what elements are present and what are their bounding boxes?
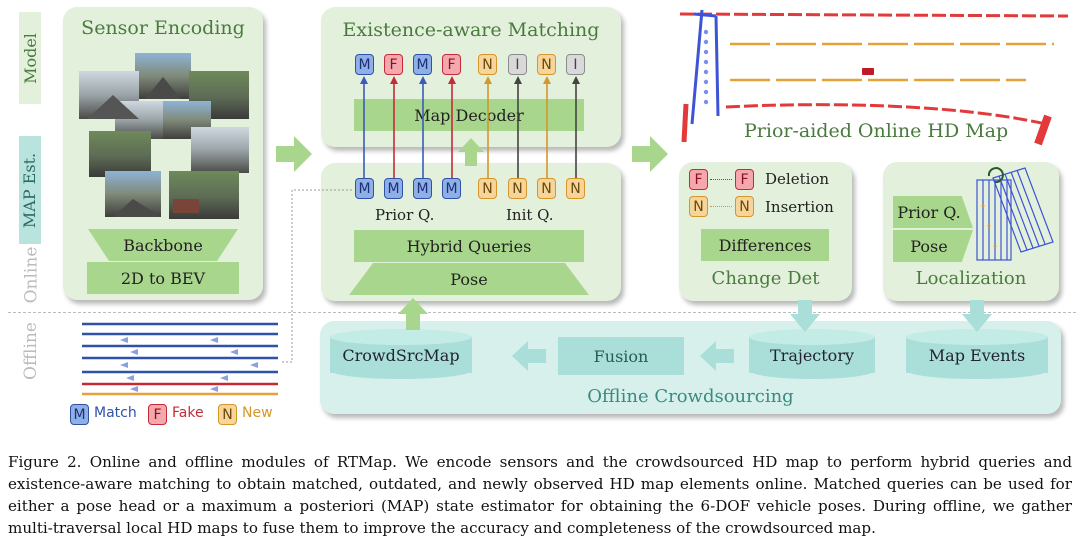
token-top-1: F [384, 54, 403, 75]
matching-title: Existence-aware Matching [342, 19, 600, 41]
sensor-encoding-panel: Sensor Encoding Backbone 2D to BEV [63, 7, 263, 300]
arrow-matching-to-online-map [632, 136, 668, 172]
legend-fake-icon: F [148, 404, 167, 425]
arrow-queries-to-decoder [458, 138, 484, 166]
token-bottom-2: M [413, 178, 432, 199]
legend-new-icon: N [218, 404, 237, 425]
arrow-fusion-to-crowdsrc [512, 341, 546, 371]
loc-prior-q-box: Prior Q. [893, 196, 973, 228]
arrow-trajectory-to-fusion [700, 341, 734, 371]
backbone-box: Backbone [88, 229, 238, 261]
online-hd-map-drawing [679, 9, 1069, 146]
token-top-4: N [478, 54, 497, 75]
token-bottom-3: M [442, 178, 461, 199]
pose-box: Pose [349, 263, 589, 295]
token-top-0: M [355, 54, 374, 75]
insertion-token-left: N [689, 196, 708, 217]
change-det-panel: F F Deletion N N Insertion Differences C… [679, 162, 852, 301]
figure-caption: Figure 2. Online and offline modules of … [8, 453, 1072, 537]
init-q-label: Init Q. [506, 206, 554, 224]
legend-match-label: Match [94, 405, 137, 421]
crowdsourced-map-drawing [82, 322, 278, 396]
tab-map-est: MAP Est. [19, 136, 41, 244]
token-bottom-6: N [537, 178, 556, 199]
deletion-token-left: F [689, 169, 708, 190]
token-bottom-0: M [355, 178, 374, 199]
fusion-box: Fusion [558, 337, 684, 375]
decoder-connection-arrows [360, 76, 580, 178]
deletion-dots [710, 179, 732, 180]
dotted-connector [282, 189, 354, 363]
token-bottom-7: N [566, 178, 585, 199]
localization-panel: Prior Q. Pose Localization [883, 162, 1059, 301]
deletion-label: Deletion [765, 170, 830, 188]
insertion-token-right: N [735, 196, 754, 217]
arrow-localization-to-events [962, 300, 992, 332]
change-det-title: Change Det [711, 268, 820, 289]
sensor-encoding-title: Sensor Encoding [81, 17, 245, 39]
matching-panel: Existence-aware Matching Map Decoder [321, 7, 621, 147]
localization-map-drawing [976, 167, 1054, 261]
insertion-dots [710, 206, 732, 207]
map-events-cylinder: Map Events [906, 329, 1048, 381]
tab-model-label: Model [20, 32, 40, 84]
token-top-5: I [508, 54, 527, 75]
prior-q-label: Prior Q. [375, 206, 435, 224]
token-bottom-5: N [508, 178, 527, 199]
camera-images [79, 53, 249, 219]
online-map-title: Prior-aided Online HD Map [744, 120, 1009, 142]
map-decoder-box: Map Decoder [354, 99, 584, 131]
online-offline-divider [8, 312, 1076, 313]
localization-title: Localization [915, 268, 1027, 289]
token-top-3: F [442, 54, 461, 75]
token-bottom-4: N [478, 178, 497, 199]
arrow-sensor-to-matching [276, 136, 312, 172]
tab-model: Model [19, 12, 41, 104]
crowdsrcmap-cylinder: CrowdSrcMap [330, 329, 472, 381]
tab-map-est-label: MAP Est. [20, 152, 40, 228]
token-top-2: M [413, 54, 432, 75]
legend-fake-label: Fake [172, 405, 204, 421]
trajectory-cylinder: Trajectory [749, 329, 875, 381]
label-online: Online [21, 246, 41, 304]
token-bottom-1: M [384, 178, 403, 199]
loc-pose-box: Pose [893, 230, 973, 262]
insertion-label: Insertion [765, 198, 834, 216]
arrow-crowdsrc-to-pose [398, 298, 428, 330]
label-offline: Offline [21, 322, 41, 380]
deletion-token-right: F [735, 169, 754, 190]
legend-new-label: New [242, 405, 273, 421]
differences-box: Differences [701, 229, 829, 261]
offline-title: Offline Crowdsourcing [587, 386, 794, 407]
hybrid-queries-box: Hybrid Queries [354, 230, 584, 262]
legend-match-icon: M [70, 404, 89, 425]
token-top-6: N [537, 54, 556, 75]
bev-box: 2D to BEV [87, 262, 239, 294]
token-top-7: I [566, 54, 585, 75]
arrow-change-to-trajectory [790, 300, 820, 332]
